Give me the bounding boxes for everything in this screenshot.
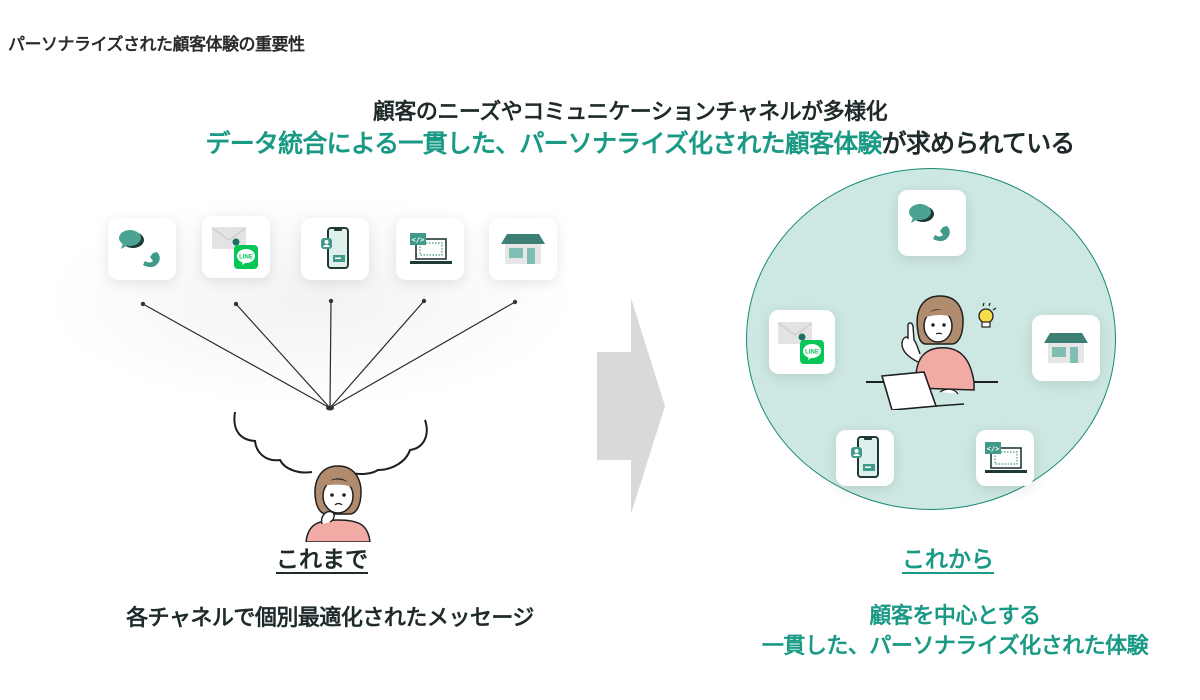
channel-card-web-laptop-after: </> xyxy=(976,430,1034,486)
mail-line-icon: LINE xyxy=(211,227,258,269)
before-label: これまで xyxy=(276,547,368,573)
thought-cloud xyxy=(233,411,313,474)
headline-line-2: データ統合による一貫した、パーソナライズ化された顧客体験が求められている xyxy=(0,124,1200,160)
smartphone-icon xyxy=(321,227,349,269)
channel-card-store xyxy=(489,218,557,280)
channel-card-web-laptop: </> xyxy=(396,218,464,280)
headline-highlight: データ統合による一貫した、パーソナライズ化された顧客体験 xyxy=(205,129,883,158)
after-caption: 顧客を中心とする 一貫した、パーソナライズ化された体験 xyxy=(720,602,1190,662)
thinking-customer-illustration xyxy=(305,465,371,542)
channel-card-store-after xyxy=(1032,315,1100,381)
transition-arrow-icon xyxy=(597,298,665,514)
headline-line-1: 顧客のニーズやコミュニケーションチャネルが多様化 xyxy=(372,100,888,125)
channel-card-smartphone-after xyxy=(836,430,894,486)
store-icon xyxy=(1044,333,1088,363)
channel-card-chat-phone-after xyxy=(898,190,966,256)
before-caption: 各チャネルで個別最適化されたメッセージ xyxy=(126,606,534,631)
customer-at-laptop-illustration xyxy=(866,295,998,410)
svg-text:LINE: LINE xyxy=(805,350,819,356)
connection-lines xyxy=(140,298,518,475)
web-laptop-icon: </> xyxy=(985,442,1027,473)
web-laptop-icon: </> xyxy=(410,233,452,264)
channel-card-mail-line: LINE xyxy=(202,216,270,278)
after-caption-line-1: 顧客を中心とする xyxy=(869,604,1041,629)
lightbulb-icon xyxy=(978,302,997,328)
mail-line-icon: LINE xyxy=(777,322,824,364)
after-label: これから xyxy=(902,547,994,573)
svg-text:</>: </> xyxy=(412,236,425,244)
channel-card-smartphone xyxy=(301,218,369,280)
channel-card-chat-phone xyxy=(108,218,176,280)
smartphone-icon xyxy=(851,436,879,478)
headline-rest: が求められている xyxy=(881,129,1076,158)
svg-text:</>: </> xyxy=(987,445,1000,453)
chat-phone-icon xyxy=(119,230,160,268)
page-title: パーソナライズされた顧客体験の重要性 xyxy=(8,35,305,55)
store-icon xyxy=(501,234,545,264)
channel-card-mail-line-after: LINE xyxy=(769,310,835,374)
chat-phone-icon xyxy=(909,204,950,242)
svg-text:LINE: LINE xyxy=(239,255,253,261)
after-caption-line-2: 一貫した、パーソナライズ化された体験 xyxy=(761,634,1149,659)
